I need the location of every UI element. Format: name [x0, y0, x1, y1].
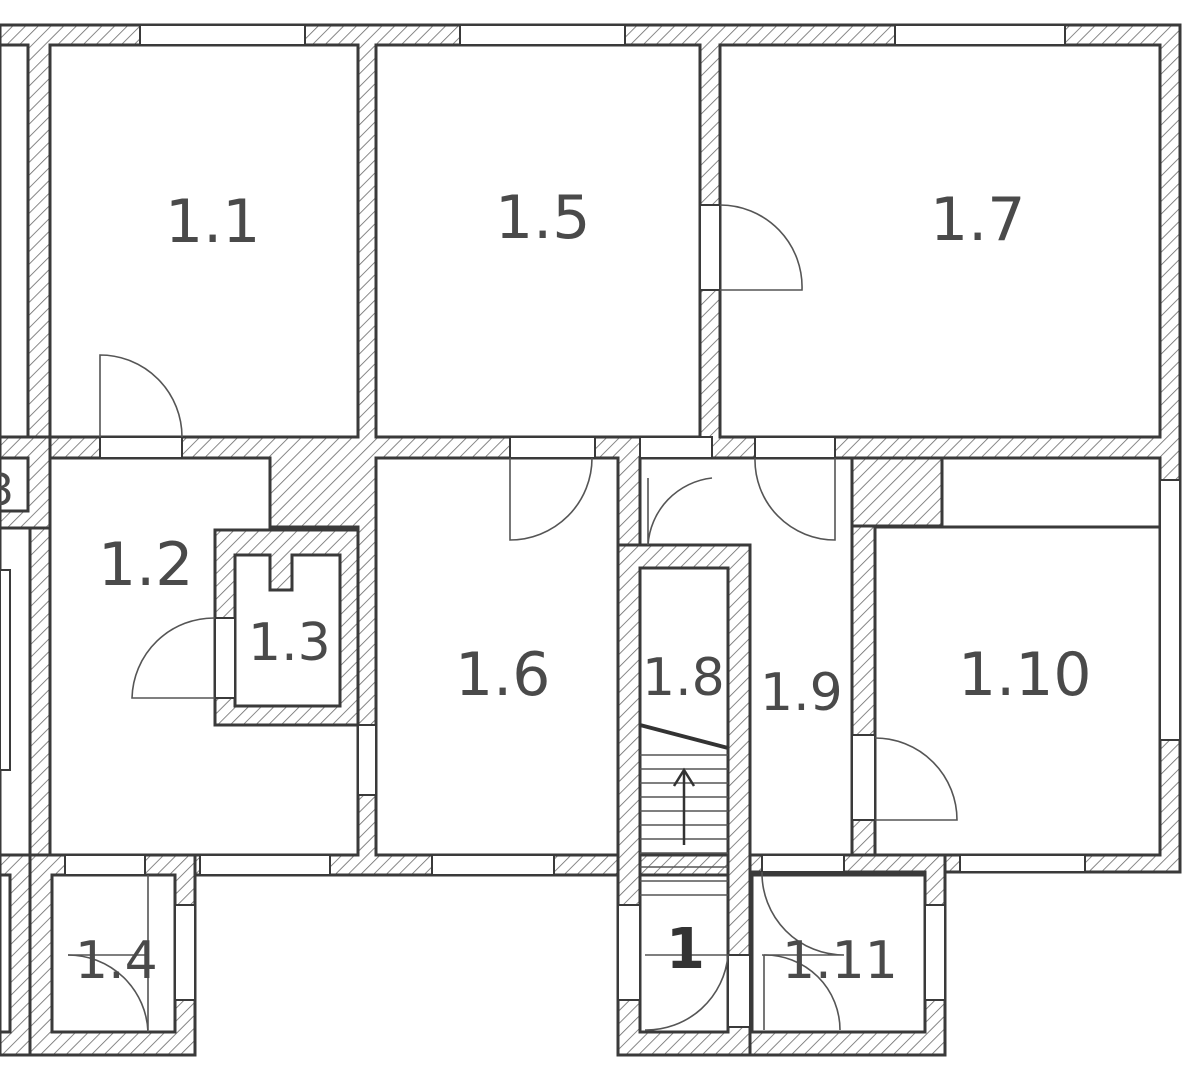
- door-swing: [647, 477, 713, 546]
- door-swings: [67, 204, 958, 1033]
- room-label-1-3: 1.3: [248, 613, 331, 673]
- room-label-1-2: 1.2: [98, 530, 193, 600]
- window: [139, 24, 306, 46]
- door-gap: [509, 436, 596, 459]
- door-gap: [64, 854, 146, 876]
- room-label-1-5: 1.5: [495, 183, 590, 253]
- room-label-1-8: 1.8: [642, 648, 725, 708]
- room-label-1-10: 1.10: [958, 640, 1092, 710]
- window: [0, 569, 11, 771]
- door-swing: [131, 617, 216, 699]
- room-label-1-1: 1.1: [165, 187, 260, 257]
- door-gap: [699, 204, 721, 291]
- window: [1159, 479, 1181, 741]
- door-swing: [509, 457, 593, 541]
- door-swing: [719, 204, 803, 291]
- room-label-1-6: 1.6: [455, 640, 550, 710]
- door-swing: [67, 954, 149, 1033]
- window: [431, 854, 555, 876]
- stair-break-line: [639, 723, 729, 750]
- room-label-1-9: 1.9: [760, 663, 843, 723]
- window: [174, 904, 196, 1001]
- door-gap: [214, 617, 236, 699]
- stair-number-label: 1: [666, 917, 705, 982]
- wall-1-10-inset: [850, 456, 944, 528]
- window: [199, 854, 331, 876]
- door-swing: [874, 737, 958, 821]
- door-gap: [727, 954, 751, 1028]
- window: [894, 24, 1066, 46]
- door-swing: [761, 871, 845, 956]
- left-stub-void: [0, 456, 30, 513]
- door-gap: [639, 436, 713, 459]
- door-gap: [99, 436, 183, 459]
- wall-annex-left-edge: [0, 853, 32, 1057]
- window: [459, 24, 626, 46]
- door-gap: [761, 854, 845, 873]
- door-gap: [754, 436, 836, 459]
- door-swing: [644, 954, 729, 1031]
- window: [617, 904, 641, 1001]
- room-label-1-4: 1.4: [75, 931, 158, 991]
- room-label-1-7: 1.7: [930, 185, 1025, 255]
- room-labels: 1.1 1.5 1.7 1.2 1.3 1.6 1.8 1.9 1.10 1.4…: [0, 183, 1092, 991]
- door-swing: [99, 354, 183, 438]
- window: [959, 854, 1086, 873]
- arrow-head-icon: [672, 767, 696, 787]
- stairs: [639, 723, 729, 896]
- window: [924, 904, 946, 1001]
- windows: [0, 24, 1181, 1001]
- door-swing: [68, 875, 149, 1030]
- room-label-1-11: 1.11: [782, 931, 898, 991]
- edge-partial-label: 3: [0, 465, 14, 516]
- door-openings: [64, 204, 876, 1028]
- door-swing: [763, 954, 841, 1031]
- door-gap: [357, 724, 377, 796]
- door-gap: [851, 734, 876, 821]
- door-swing: [754, 457, 836, 541]
